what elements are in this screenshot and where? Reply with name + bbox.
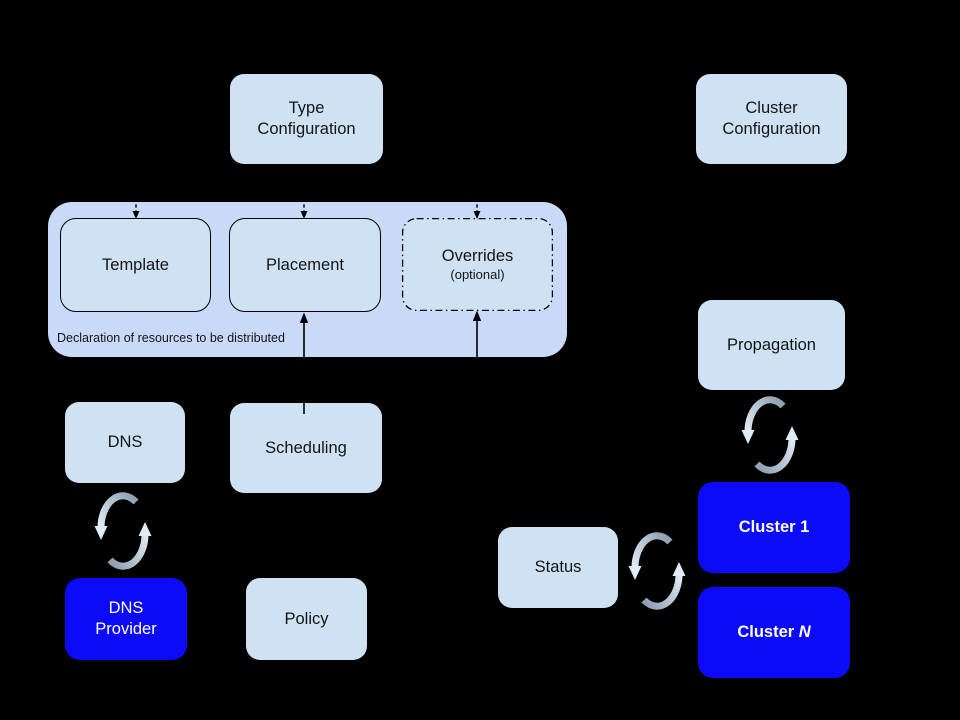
node-template: Template	[60, 218, 211, 312]
node-placement: Placement	[229, 218, 381, 312]
node-overrides: Overrides (optional)	[402, 218, 553, 311]
type-configuration-label: Type Configuration	[257, 99, 356, 138]
template-label: Template	[102, 255, 169, 274]
sync-arrowhead-up	[785, 426, 799, 440]
node-cluster-n: Cluster N	[698, 587, 850, 678]
node-cluster-configuration: Cluster Configuration	[696, 74, 847, 164]
placement-label: Placement	[266, 255, 344, 274]
cluster-n-italic: N	[798, 623, 811, 641]
scheduling-label: Scheduling	[265, 438, 347, 457]
node-policy: Policy	[246, 578, 367, 660]
node-dns-provider: DNS Provider	[65, 578, 187, 660]
status-label: Status	[534, 558, 582, 576]
cluster-configuration-label: Cluster Configuration	[722, 99, 821, 138]
overrides-label: Overrides (optional)	[442, 225, 514, 304]
node-propagation: Propagation	[698, 300, 845, 390]
sync-arc-bottom	[641, 572, 683, 610]
cluster-n-label: Cluster N	[737, 622, 810, 643]
sync-arrowhead-up	[672, 562, 686, 576]
dns-label: DNS	[107, 433, 143, 451]
sync-icon-dns-provider	[94, 492, 152, 570]
node-status: Status	[498, 527, 618, 608]
dns-provider-label: DNS Provider	[95, 599, 157, 638]
sync-arrowhead-up	[138, 522, 152, 536]
sync-arc-top	[744, 396, 786, 434]
overrides-title: Overrides	[441, 247, 514, 265]
overrides-sublabel: (optional)	[450, 267, 505, 282]
policy-label: Policy	[284, 609, 329, 628]
node-cluster-1: Cluster 1	[698, 482, 850, 573]
sync-arrowhead-down	[741, 430, 755, 444]
sync-arc-top	[97, 492, 139, 530]
sync-arc-bottom	[754, 436, 796, 474]
cluster-1-label: Cluster 1	[738, 518, 810, 536]
node-type-configuration: Type Configuration	[230, 74, 383, 164]
node-dns: DNS	[65, 402, 185, 483]
sync-arc-bottom	[107, 532, 149, 570]
sync-arrowhead-down	[94, 526, 108, 540]
sync-icon-status-cluster	[628, 532, 686, 610]
resource-group-caption: Declaration of resources to be distribut…	[57, 331, 285, 345]
sync-arc-top	[631, 532, 673, 570]
propagation-label: Propagation	[727, 335, 816, 354]
cluster-n-text: Cluster	[737, 623, 799, 641]
sync-arrowhead-down	[628, 566, 642, 580]
node-scheduling: Scheduling	[230, 403, 382, 493]
sync-icon-propagation-cluster	[741, 396, 799, 474]
